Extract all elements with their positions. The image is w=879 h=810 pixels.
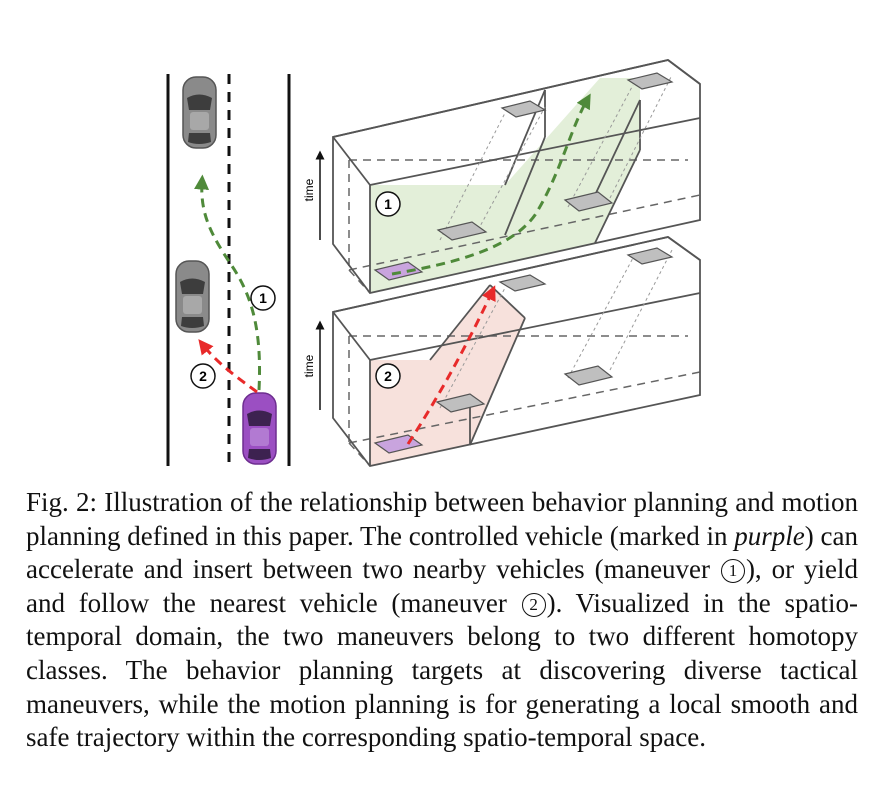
maneuver-2-path (198, 339, 258, 394)
spatio-temporal-box-1: 1 time (302, 59, 701, 295)
svg-text:2: 2 (199, 368, 207, 384)
svg-text:1: 1 (384, 196, 392, 212)
maneuver-2-marker: 2 (190, 363, 216, 389)
time-axis-label-1: time (302, 178, 316, 201)
vehicle-middle (175, 260, 210, 333)
trajectory-2 (406, 285, 496, 445)
figure-caption: Fig. 2: Illustration of the relationship… (26, 486, 858, 755)
caption-text-1: Illustration of the relationship between… (26, 487, 858, 551)
caption-prefix: Fig. 2: (26, 487, 105, 517)
road-scene: 1 2 (166, 74, 291, 466)
figure-illustration: 1 2 (166, 59, 701, 467)
svg-text:1: 1 (259, 290, 267, 306)
caption-marker-2: 2 (521, 592, 546, 617)
maneuver-1-marker: 1 (250, 285, 276, 311)
box-2-marker: 2 (375, 363, 401, 389)
trajectory-1 (391, 93, 591, 276)
box-1-marker: 1 (375, 191, 401, 217)
vehicle-top (182, 76, 217, 149)
controlled-vehicle (242, 392, 277, 465)
caption-marker-1: 1 (720, 559, 745, 584)
homotopy-region-1 (370, 78, 640, 293)
caption-text-4: ). Visualized in the spatio-temporal dom… (26, 587, 858, 753)
maneuver-1-path (194, 174, 261, 391)
caption-italic-purple: purple (734, 520, 805, 551)
svg-text:2: 2 (384, 368, 392, 384)
time-axis-label-2: time (302, 354, 316, 377)
caption-text-3: ), or yield and follow the nearest vehic… (26, 554, 858, 618)
caption-text-2: ) can accelerate and insert between two … (26, 520, 858, 585)
spatio-temporal-box-2: 2 time (302, 236, 701, 467)
